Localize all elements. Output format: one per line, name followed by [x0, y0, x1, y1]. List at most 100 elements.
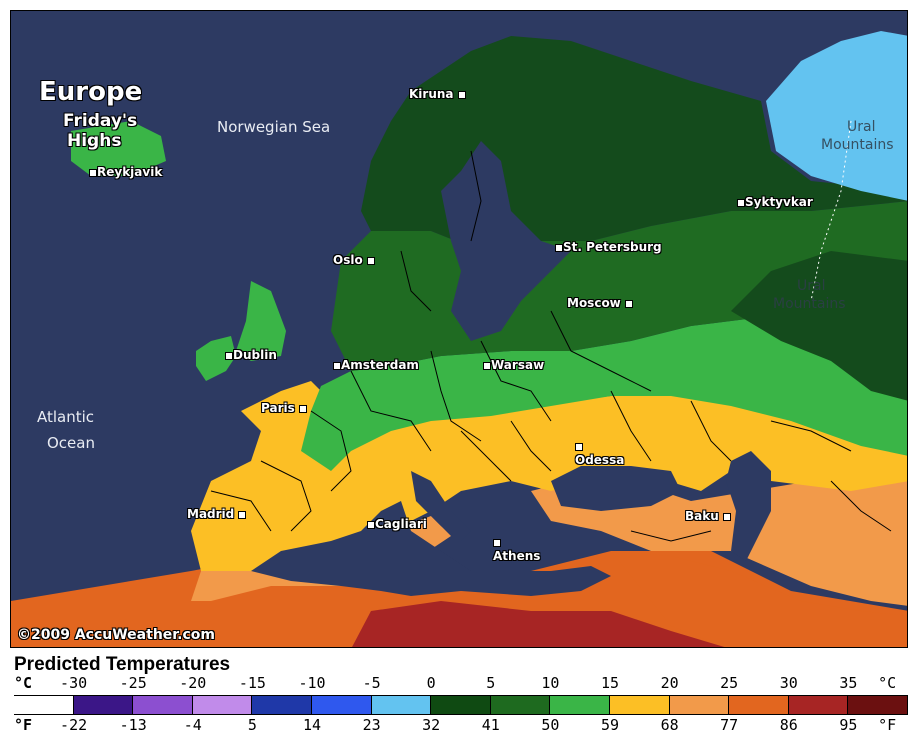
city-marker-icon [493, 538, 501, 547]
europe-temperature-map: Europe Friday's Highs Norwegian Sea Atla… [10, 10, 908, 648]
city-name: Oslo [333, 253, 363, 267]
color-swatch [788, 696, 849, 714]
scale-tick-label: 30 [779, 674, 798, 692]
city-st-petersburg: St. Petersburg [555, 240, 662, 254]
city-oslo: Oslo [333, 253, 375, 267]
zone-light-green [301, 311, 907, 471]
city-cagliari: Cagliari [367, 517, 427, 531]
city-madrid: Madrid [187, 507, 247, 521]
scale-tick-label: 77 [720, 716, 739, 734]
zone-light-orange-mideast [531, 481, 907, 606]
scale-tick-label: 25 [720, 674, 739, 692]
city-marker-icon [555, 243, 563, 252]
color-swatch [431, 696, 491, 714]
city-marker-icon [737, 198, 745, 207]
adriatic-sea [411, 471, 471, 541]
map-canvas [11, 11, 907, 647]
city-name: Baku [685, 509, 719, 523]
ural-ridge [810, 120, 852, 302]
city-marker-icon [624, 299, 633, 308]
city-marker-icon [367, 520, 375, 529]
city-name: Warsaw [491, 358, 545, 372]
color-swatch [192, 696, 253, 714]
city-marker-icon [333, 361, 341, 370]
scale-tick-label: 10 [541, 674, 560, 692]
city-marker-icon [298, 404, 307, 413]
zone-red-south [352, 601, 725, 647]
color-swatch [311, 696, 372, 714]
city-name: Moscow [567, 296, 621, 310]
color-swatch [14, 696, 74, 714]
atlantic-ocean-label-line1: Atlantic [37, 408, 95, 426]
scale-tick-label: -4 [183, 716, 202, 734]
color-swatch [848, 696, 908, 714]
color-swatch [252, 696, 312, 714]
city-marker-icon [89, 168, 97, 177]
city-marker-icon [366, 256, 375, 265]
scale-tick-label: °F [878, 716, 897, 734]
map-title: Europe [39, 77, 143, 107]
color-swatch [490, 696, 551, 714]
black-sea [551, 466, 681, 511]
scale-tick-label: 20 [660, 674, 679, 692]
scale-tick-label: -22 [60, 716, 88, 734]
legend-title: Predicted Temperatures [14, 654, 231, 675]
city-name: Cagliari [375, 517, 427, 531]
city-name: Reykjavik [97, 165, 163, 179]
city-warsaw: Warsaw [483, 358, 544, 372]
temperature-legend: Predicted Temperatures °C -30-25-20-15-1… [10, 654, 908, 737]
ural-mountains-lower-line2: Mountains [773, 296, 846, 312]
map-subtitle-line1: Friday's [63, 111, 138, 131]
color-swatch [729, 696, 789, 714]
scale-tick-label: 23 [362, 716, 381, 734]
scale-tick-label: 15 [600, 674, 620, 692]
copyright-notice: ©2009 AccuWeather.com [17, 627, 216, 643]
zone-light-green-britain [236, 281, 286, 361]
scale-tick-label: -30 [60, 674, 88, 692]
color-swatch [550, 696, 610, 714]
city-name: Madrid [187, 507, 235, 521]
color-swatch [609, 696, 670, 714]
city-athens: Athens [493, 535, 540, 563]
city-odessa: Odessa [575, 439, 624, 467]
country-borders [210, 150, 892, 542]
city-dublin: Dublin [225, 348, 277, 362]
ural-mountains-upper-line1: Ural [847, 119, 876, 135]
scale-tick-label: -20 [179, 674, 207, 692]
color-swatch [73, 696, 134, 714]
norwegian-sea-label: Norwegian Sea [217, 118, 331, 136]
scale-tick-label: -25 [119, 674, 147, 692]
city-name: Amsterdam [341, 358, 419, 372]
scale-tick-label: 68 [660, 716, 679, 734]
scale-tick-label: 5 [486, 674, 496, 692]
scale-tick-label: 35 [839, 674, 858, 692]
city-name: Kiruna [409, 87, 454, 101]
city-marker-icon [722, 512, 731, 521]
city-name: Athens [493, 549, 541, 563]
color-scale-bar [14, 695, 908, 715]
ural-mountains-upper-line2: Mountains [821, 137, 894, 153]
zone-tundra [766, 31, 907, 201]
city-syktyvkar: Syktyvkar [737, 195, 813, 209]
city-marker-icon [238, 510, 247, 519]
baltic-sea [441, 141, 571, 341]
map-subtitle-line2: Highs [67, 131, 122, 151]
color-swatch [371, 696, 432, 714]
zone-light-green-ireland [196, 336, 236, 381]
zone-light-green-iceland [71, 121, 166, 176]
scale-tick-label: -10 [298, 674, 326, 692]
celsius-unit: °C [14, 674, 33, 692]
city-name: Odessa [575, 453, 625, 467]
scale-tick-label: 50 [541, 716, 560, 734]
city-name: Syktyvkar [745, 195, 813, 209]
scale-tick-label: -5 [362, 674, 381, 692]
zone-dark-green-east [731, 251, 907, 401]
city-name: Paris [261, 401, 295, 415]
ural-mountains-lower-line1: Ural [797, 278, 826, 294]
color-swatch [669, 696, 730, 714]
scale-tick-label: 0 [426, 674, 436, 692]
city-baku: Baku [685, 509, 731, 523]
